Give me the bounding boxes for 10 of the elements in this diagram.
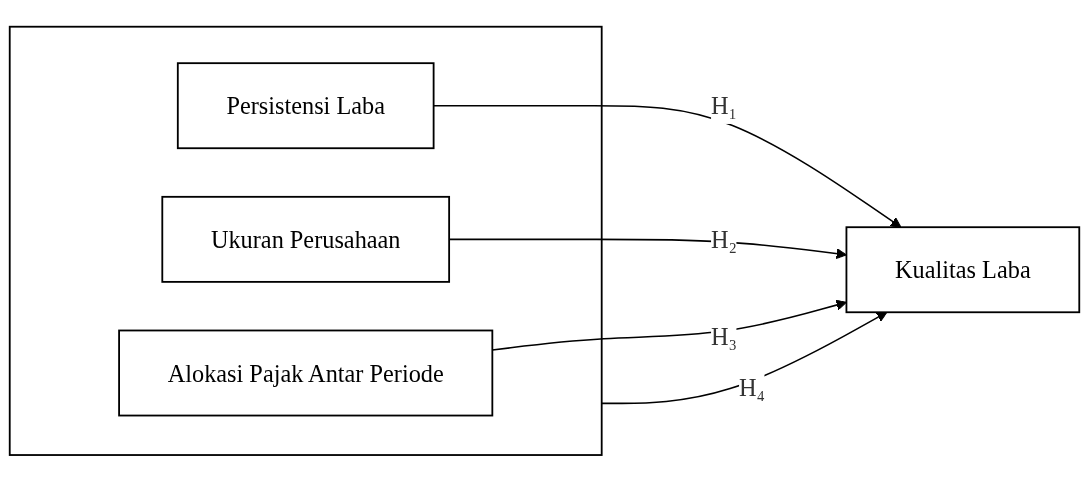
arrow — [600, 311, 888, 404]
edge-label: H₂ — [711, 225, 738, 253]
edge-label: H₃ — [711, 322, 738, 350]
node-box: Ukuran Perusahaan — [161, 195, 451, 283]
edge-label: H₁ — [711, 91, 738, 119]
cluster — [8, 25, 603, 456]
node-box: Kualitas Laba — [845, 225, 1081, 313]
edge-label: H₄ — [739, 373, 766, 401]
node-box: Persistensi Laba — [176, 61, 435, 149]
node-box: Alokasi Pajak Antar Periode — [118, 329, 494, 417]
